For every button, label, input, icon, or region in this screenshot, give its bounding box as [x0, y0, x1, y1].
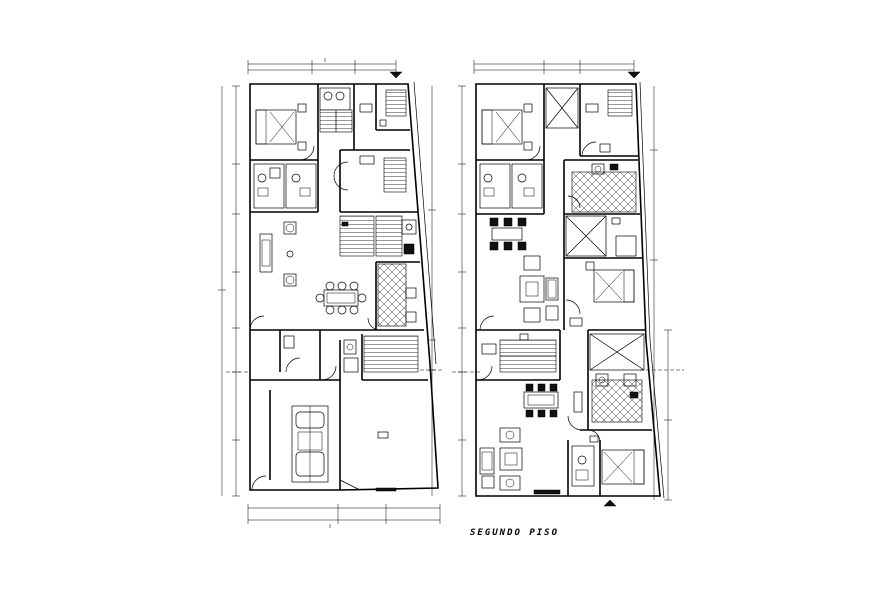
exterior-walls-left [249, 81, 439, 491]
lightwell-top [545, 87, 579, 129]
bathrooms-right [479, 163, 543, 209]
living-room-lower-right [479, 427, 561, 495]
second-floor-plan [452, 60, 684, 507]
interior-walls-left [250, 84, 428, 490]
drawing-caption: SEGUNDO PISO [470, 528, 560, 538]
bedroom-1 [255, 103, 315, 161]
bedroom-3 [333, 155, 407, 193]
service-area-left [249, 315, 419, 381]
kitchen-lower-right [591, 373, 643, 423]
garage-left [251, 405, 397, 492]
bedroom-2-right [581, 89, 633, 157]
dining-table-right-top [489, 217, 527, 251]
bedroom-2 [359, 89, 407, 127]
lightwell-middle [565, 215, 637, 257]
bedroom-3-right [565, 261, 635, 327]
kitchen-left [339, 215, 417, 257]
closet-stair-top [319, 87, 353, 133]
living-room-right [519, 255, 559, 323]
dining-table-left [315, 281, 367, 315]
lightwell-lower [589, 333, 645, 371]
interior-walls-right [476, 84, 652, 496]
exterior-walls-right [475, 81, 665, 499]
staircase-right [477, 315, 557, 381]
bathrooms-left [253, 163, 317, 209]
bedroom-1-right [481, 103, 541, 161]
dining-table-right-lower [523, 383, 583, 431]
kitchen-right [567, 163, 637, 213]
side-dimension-lines-right [452, 85, 480, 497]
bedroom-4-right [571, 429, 645, 487]
side-dimension-lines-left [218, 85, 250, 497]
first-floor-plan [218, 58, 444, 528]
right-dimension-lines-left [420, 86, 444, 496]
top-dimension-lines-right [473, 60, 641, 79]
laundry-area-left [377, 263, 417, 327]
living-room-left [259, 221, 297, 287]
top-dimension-lines-left [247, 58, 403, 79]
bottom-dimension-lines-left [247, 504, 441, 528]
